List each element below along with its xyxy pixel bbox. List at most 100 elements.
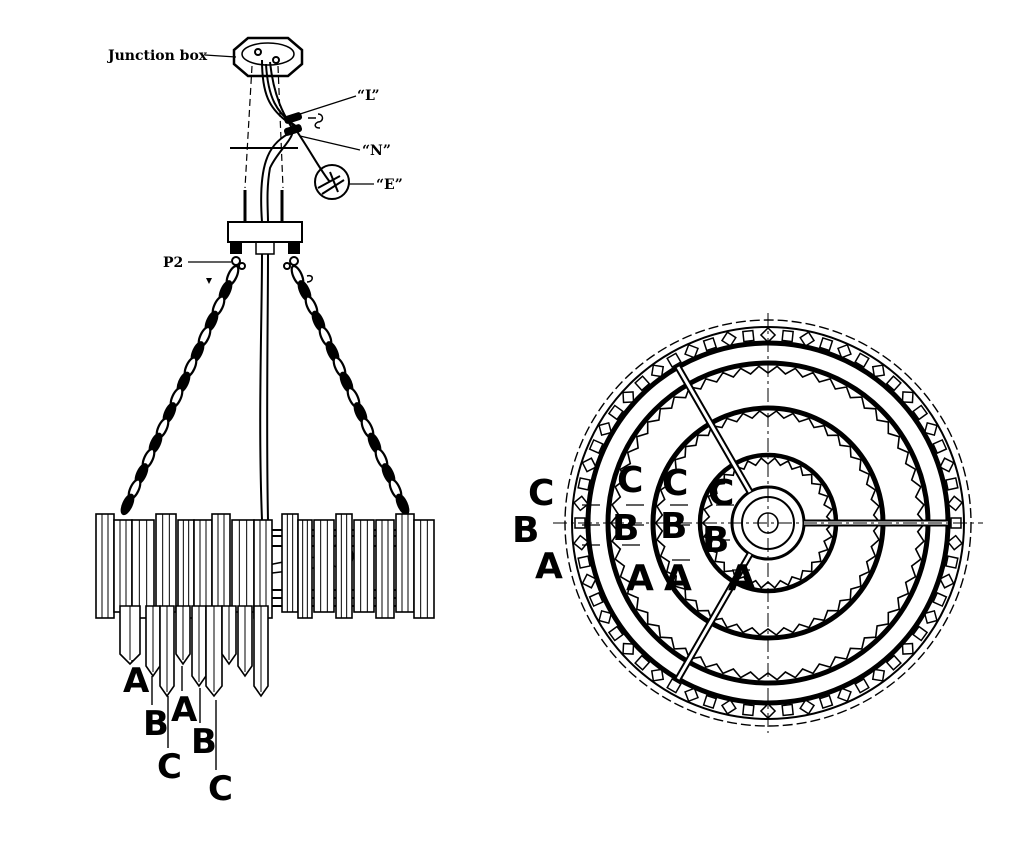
crystal-column: [155, 513, 177, 613]
outer-crystal: [684, 343, 699, 359]
outer-crystal: [818, 336, 834, 352]
outer-crystal: [622, 642, 635, 655]
ring-top-view: [553, 313, 983, 733]
outer-crystal: [577, 477, 591, 491]
outer-crystal: [932, 591, 948, 608]
top-letter-b: B: [512, 510, 539, 551]
outer-crystal: [666, 677, 682, 694]
left-hook-block: [230, 242, 242, 254]
live-label: “L”: [357, 88, 380, 104]
top-letter-c: C: [617, 460, 643, 501]
outer-crystal: [945, 477, 959, 491]
side-letter-leaders: [131, 660, 217, 770]
outer-crystal: [871, 668, 886, 682]
mounting-plate: [227, 221, 303, 243]
outer-crystal: [581, 457, 597, 473]
mounting-bolts: [243, 190, 284, 222]
outer-crystal: [818, 694, 834, 710]
side-letter-c: C: [208, 769, 233, 809]
crystal-column: [253, 519, 273, 619]
outer-crystal: [720, 698, 737, 715]
right-chain-link: [395, 493, 410, 516]
outer-crystal: [742, 329, 755, 343]
side-letter-a: A: [123, 661, 150, 701]
outer-crystal: [781, 703, 794, 717]
crystal-column: [231, 519, 255, 613]
outer-crystal: [684, 687, 699, 703]
crystal-column: [95, 513, 115, 619]
outer-crystal: [598, 609, 613, 625]
outer-crystal: [607, 625, 624, 642]
outer-crystal: [634, 654, 651, 671]
outer-crystal: [634, 375, 651, 392]
outer-crystal: [799, 698, 816, 715]
outer-crystal: [945, 555, 959, 569]
outer-crystal: [588, 591, 604, 608]
crystal-prisms: [95, 513, 435, 698]
cord-grip: [255, 241, 275, 255]
top-letter-c: C: [662, 463, 688, 504]
top-letter-a: A: [664, 558, 692, 599]
live-leader: [299, 95, 357, 115]
outer-crystal: [720, 331, 737, 348]
outer-crystal: [650, 364, 665, 378]
outer-crystal: [572, 495, 590, 512]
crystal-column: [281, 513, 299, 613]
support-dashed-lines: [244, 65, 284, 189]
outer-crystal: [572, 534, 590, 551]
outer-crystal: [581, 573, 597, 589]
junction-box: [232, 36, 304, 78]
top-letter-c: C: [528, 473, 554, 514]
crystal-column: [313, 519, 335, 613]
outer-crystal: [854, 352, 870, 369]
outer-crystal: [577, 555, 591, 569]
outer-crystal: [837, 343, 852, 359]
outer-crystal: [607, 404, 624, 421]
top-letter-a: A: [728, 558, 756, 599]
outer-crystal: [923, 609, 938, 625]
outer-crystal: [854, 677, 870, 694]
spoke-inner: [676, 366, 752, 493]
top-letter-c: C: [708, 473, 734, 514]
left-chain-link: [120, 493, 135, 516]
outer-crystal: [885, 375, 902, 392]
ring-1-crystals: [701, 456, 835, 590]
crystal-column: [211, 513, 231, 619]
outer-crystal: [901, 391, 914, 404]
outer-crystal: [912, 625, 929, 642]
supply-wire-1: [260, 59, 298, 223]
crystal-column: [413, 519, 435, 619]
top-letter-a: A: [626, 558, 654, 599]
outer-crystal: [666, 352, 682, 369]
outer-crystal: [837, 687, 852, 703]
outer-crystal: [742, 703, 755, 717]
ring-3-crystals: [609, 365, 927, 681]
side-letter-a: A: [171, 690, 198, 730]
top-letter-b: B: [660, 506, 687, 547]
top-letter-a: A: [535, 546, 563, 587]
crystal-column: [335, 513, 353, 619]
wire-connectors: [283, 112, 324, 136]
crystal-column: [193, 519, 213, 613]
crystal-column: [113, 519, 133, 613]
outer-crystal: [702, 336, 718, 352]
crystal-column: [177, 519, 195, 619]
junction-box-leader: [204, 54, 237, 58]
outer-crystal: [598, 421, 613, 437]
outer-crystal: [759, 702, 777, 720]
outer-crystal: [901, 642, 914, 655]
outer-crystal: [946, 534, 964, 551]
earth-label: “E”: [376, 177, 403, 193]
outer-crystal: [781, 329, 794, 343]
crystal-column: [375, 519, 395, 619]
outer-crystal: [702, 694, 718, 710]
side-view: Junction box “L” “N” “E”: [95, 36, 435, 809]
power-cord-2: [266, 253, 269, 521]
neutral-leader: [299, 135, 361, 151]
earth-wire: [265, 63, 331, 183]
outer-crystal: [932, 438, 948, 455]
